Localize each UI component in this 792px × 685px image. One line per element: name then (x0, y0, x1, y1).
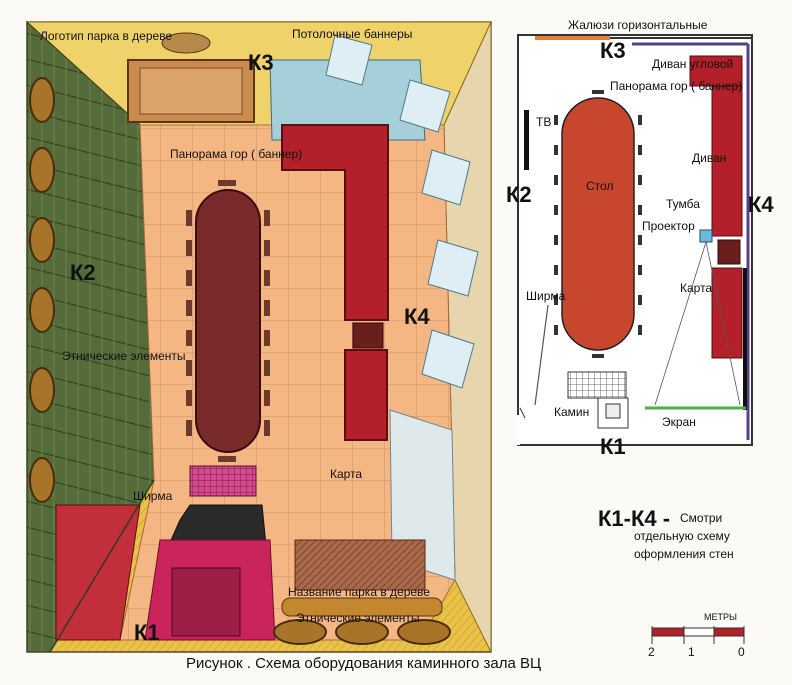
ceiling-banner (427, 239, 479, 297)
label-k3-sketch: К3 (248, 50, 274, 75)
label-sofa: Диван (692, 151, 727, 165)
label-k3-plan: К3 (600, 38, 626, 63)
label-table: Стол (586, 179, 614, 193)
label-name-board: Название парка в дереве (288, 585, 430, 599)
ceiling-banner (421, 329, 475, 389)
ceiling-banners (325, 34, 479, 389)
label-k1-sketch: К1 (134, 620, 160, 645)
note-line2: отдельную схему (634, 529, 730, 543)
label-map-sketch: Карта (330, 467, 363, 481)
label-panorama-plan: Панорама гор ( баннер) (610, 79, 743, 93)
label-panorama-sketch: Панорама гор ( баннер) (170, 147, 303, 161)
plan-nightstand (717, 239, 741, 265)
plan-tv (524, 110, 529, 170)
label-projection-screen: Экран (662, 415, 696, 429)
label-k2-plan: К2 (506, 182, 532, 207)
scale-label-2: 2 (648, 645, 655, 659)
label-ethnic-left: Этнические элементы (62, 349, 186, 363)
ceiling-banner (325, 34, 373, 86)
corner-sofa (281, 124, 389, 321)
label-logo: Логотип парка в дереве (40, 29, 173, 43)
plan-table (561, 97, 635, 351)
plan-partition (534, 304, 549, 406)
scale-title: МЕТРЫ (704, 612, 737, 622)
note-line3: оформления стен (634, 547, 734, 561)
plan-projector (699, 229, 713, 243)
chairs (186, 180, 270, 462)
name-plank (281, 597, 443, 617)
ethnic-elements-bottom (273, 619, 451, 645)
plan-chairs (554, 90, 642, 358)
label-nightstand: Тумба (666, 197, 700, 211)
plan-sofa-right (711, 85, 743, 237)
nightstand (352, 322, 384, 349)
ethnic-elements-left (29, 77, 55, 503)
ceiling-banner (421, 149, 471, 206)
label-fireplace: Камин (554, 405, 590, 419)
note-codes: К1-К4 - (598, 506, 671, 531)
panorama-banner (269, 59, 426, 141)
label-map-plan: Карта (680, 281, 713, 295)
label-ceiling-banners: Потолочные баннеры (292, 27, 413, 41)
logo-emblem (161, 32, 211, 54)
fireplace-grid (189, 465, 257, 497)
label-corner-sofa: Диван угловой (652, 57, 734, 71)
floor-plan (516, 34, 753, 446)
label-screen-sketch: Ширма (133, 489, 173, 503)
plan-corner-sofa (689, 55, 743, 87)
label-screen-partition: Ширма (526, 289, 566, 303)
label-k1-plan: К1 (600, 434, 626, 459)
scale-label-0: 0 (738, 645, 745, 659)
note-line1: Смотри (680, 511, 723, 525)
table (195, 189, 261, 453)
map-panel (389, 409, 456, 581)
fireplace-front (171, 567, 241, 637)
scale-bar (651, 626, 745, 644)
sofa (344, 349, 388, 441)
room-sketch (25, 20, 492, 653)
label-k4-plan: К4 (748, 192, 774, 217)
label-projector: Проектор (642, 219, 695, 233)
label-k4-sketch: К4 (404, 304, 430, 329)
label-k2-sketch: К2 (70, 260, 96, 285)
label-tv: ТВ (536, 115, 552, 129)
label-ethnic-bottom: Этнические элементы (296, 611, 420, 625)
label-blinds: Жалюзи горизонтальные (568, 18, 708, 32)
name-board (294, 539, 426, 591)
scale-label-1: 1 (688, 645, 695, 659)
plan-fireplace-grid (567, 371, 627, 399)
ceiling-banner (399, 79, 451, 133)
figure-caption: Рисунок . Схема оборудования каминного з… (186, 655, 542, 672)
logo-board-inner (139, 67, 243, 115)
